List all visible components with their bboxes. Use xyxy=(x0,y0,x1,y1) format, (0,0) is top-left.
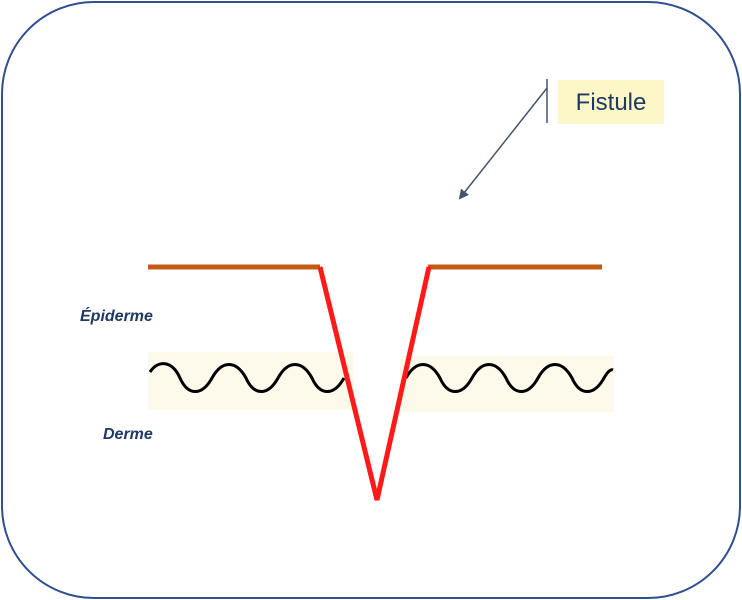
dermis-wave-right xyxy=(404,363,614,393)
callout-arrow xyxy=(458,87,548,200)
callout: Fistule xyxy=(546,79,664,124)
fistula-tract xyxy=(317,266,432,501)
dermis-band-right xyxy=(400,356,614,412)
dermis-band-left xyxy=(148,352,354,410)
callout-box xyxy=(558,80,664,124)
dermis-wave-left xyxy=(148,362,346,393)
callout-label: Fistule xyxy=(576,89,647,116)
epidermis-label: Épiderme xyxy=(80,306,153,325)
dermis-label: Derme xyxy=(103,426,153,443)
